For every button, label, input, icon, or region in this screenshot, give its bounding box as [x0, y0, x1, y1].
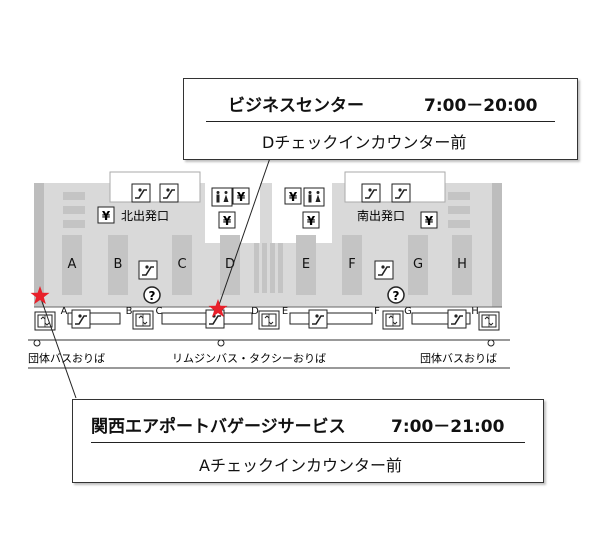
- counter-label-h: H: [457, 257, 467, 272]
- elevator-icon: [478, 311, 500, 331]
- business-center-callout: ビジネスセンター 7:00－20:00 Dチェックインカウンター前: [183, 78, 578, 160]
- door-label-g: G: [404, 306, 412, 317]
- bus-stop-marker: [487, 339, 495, 347]
- counter-block-b: [108, 235, 128, 295]
- elevator-icon: [258, 310, 280, 330]
- counter-label-g: G: [413, 257, 423, 272]
- counter-label-a: A: [68, 257, 77, 272]
- counter-block-a: [62, 235, 82, 295]
- escalator-icon: [308, 309, 328, 329]
- toilet-icon: [211, 187, 233, 207]
- north-departure-gate-label: 北出発口: [121, 209, 169, 223]
- toilet-icon: [303, 187, 325, 207]
- elevator-icon: [34, 311, 56, 331]
- escalator-icon: [138, 260, 158, 280]
- svg-text:¥: ¥: [223, 214, 232, 228]
- elevator-icon: [132, 310, 154, 330]
- counter-block-c: [172, 235, 192, 295]
- baggage-service-hours: 7:00－21:00: [391, 417, 505, 437]
- yen-icon: ¥: [302, 211, 320, 229]
- counter-block-f: [342, 235, 362, 295]
- bus-stop-marker: [217, 339, 225, 347]
- business-center-location: Dチェックインカウンター前: [262, 133, 467, 152]
- counter-label-e: E: [302, 257, 310, 272]
- svg-text:¥: ¥: [102, 209, 111, 223]
- door-label-h: H: [471, 306, 479, 317]
- limousine-taxi-stop-label: リムジンバス・タクシーおりば: [172, 352, 326, 365]
- svg-text:¥: ¥: [425, 214, 434, 228]
- counter-label-c: C: [177, 257, 186, 272]
- counter-label-f: F: [348, 257, 355, 272]
- escalator-icon: [159, 183, 179, 203]
- elevator-icon: [382, 310, 404, 330]
- door-label-f: F: [374, 306, 380, 317]
- counter-label-b: B: [114, 257, 123, 272]
- door-label-e: E: [282, 306, 288, 317]
- information-icon: ?: [143, 286, 161, 304]
- business-center-name: ビジネスセンター: [228, 96, 364, 116]
- baggage-service-location: Aチェックインカウンター前: [199, 456, 402, 475]
- svg-text:¥: ¥: [289, 190, 298, 204]
- group-bus-stop-left-label: 団体バスおりば: [28, 351, 105, 365]
- yen-icon: ¥: [97, 206, 115, 224]
- svg-text:¥: ¥: [237, 190, 246, 204]
- yen-icon: ¥: [218, 211, 236, 229]
- yen-icon: ¥: [420, 211, 438, 229]
- counter-block-h: [452, 235, 472, 295]
- counter-block-g: [408, 235, 428, 295]
- yen-icon: ¥: [284, 187, 302, 205]
- counter-block-e: [296, 235, 316, 295]
- svg-text:?: ?: [393, 289, 400, 303]
- door-label-b: B: [126, 306, 133, 317]
- yen-icon: ¥: [232, 187, 250, 205]
- door-label-a: A: [61, 306, 68, 317]
- escalator-icon: [71, 309, 91, 329]
- baggage-service-callout: 関西エアポートバゲージサービス 7:00－21:00 Aチェックインカウンター前: [72, 399, 544, 483]
- baggage-service-name: 関西エアポートバゲージサービス: [91, 417, 346, 437]
- door-label-c: C: [156, 306, 163, 317]
- counter-label-d: D: [225, 257, 235, 272]
- escalator-icon: [361, 183, 381, 203]
- escalator-icon: [374, 260, 394, 280]
- bus-stop-marker: [33, 339, 41, 347]
- svg-text:?: ?: [149, 289, 156, 303]
- business-center-hours: 7:00－20:00: [424, 96, 538, 116]
- escalator-icon: [447, 309, 467, 329]
- counter-block-d: [220, 235, 240, 295]
- south-departure-gate-label: 南出発口: [357, 208, 405, 223]
- svg-text:¥: ¥: [307, 214, 316, 228]
- door-label-d: D: [251, 306, 259, 317]
- group-bus-stop-right-label: 団体バスおりば: [420, 351, 497, 365]
- information-icon: ?: [387, 286, 405, 304]
- escalator-icon: [391, 183, 411, 203]
- escalator-icon: [131, 183, 151, 203]
